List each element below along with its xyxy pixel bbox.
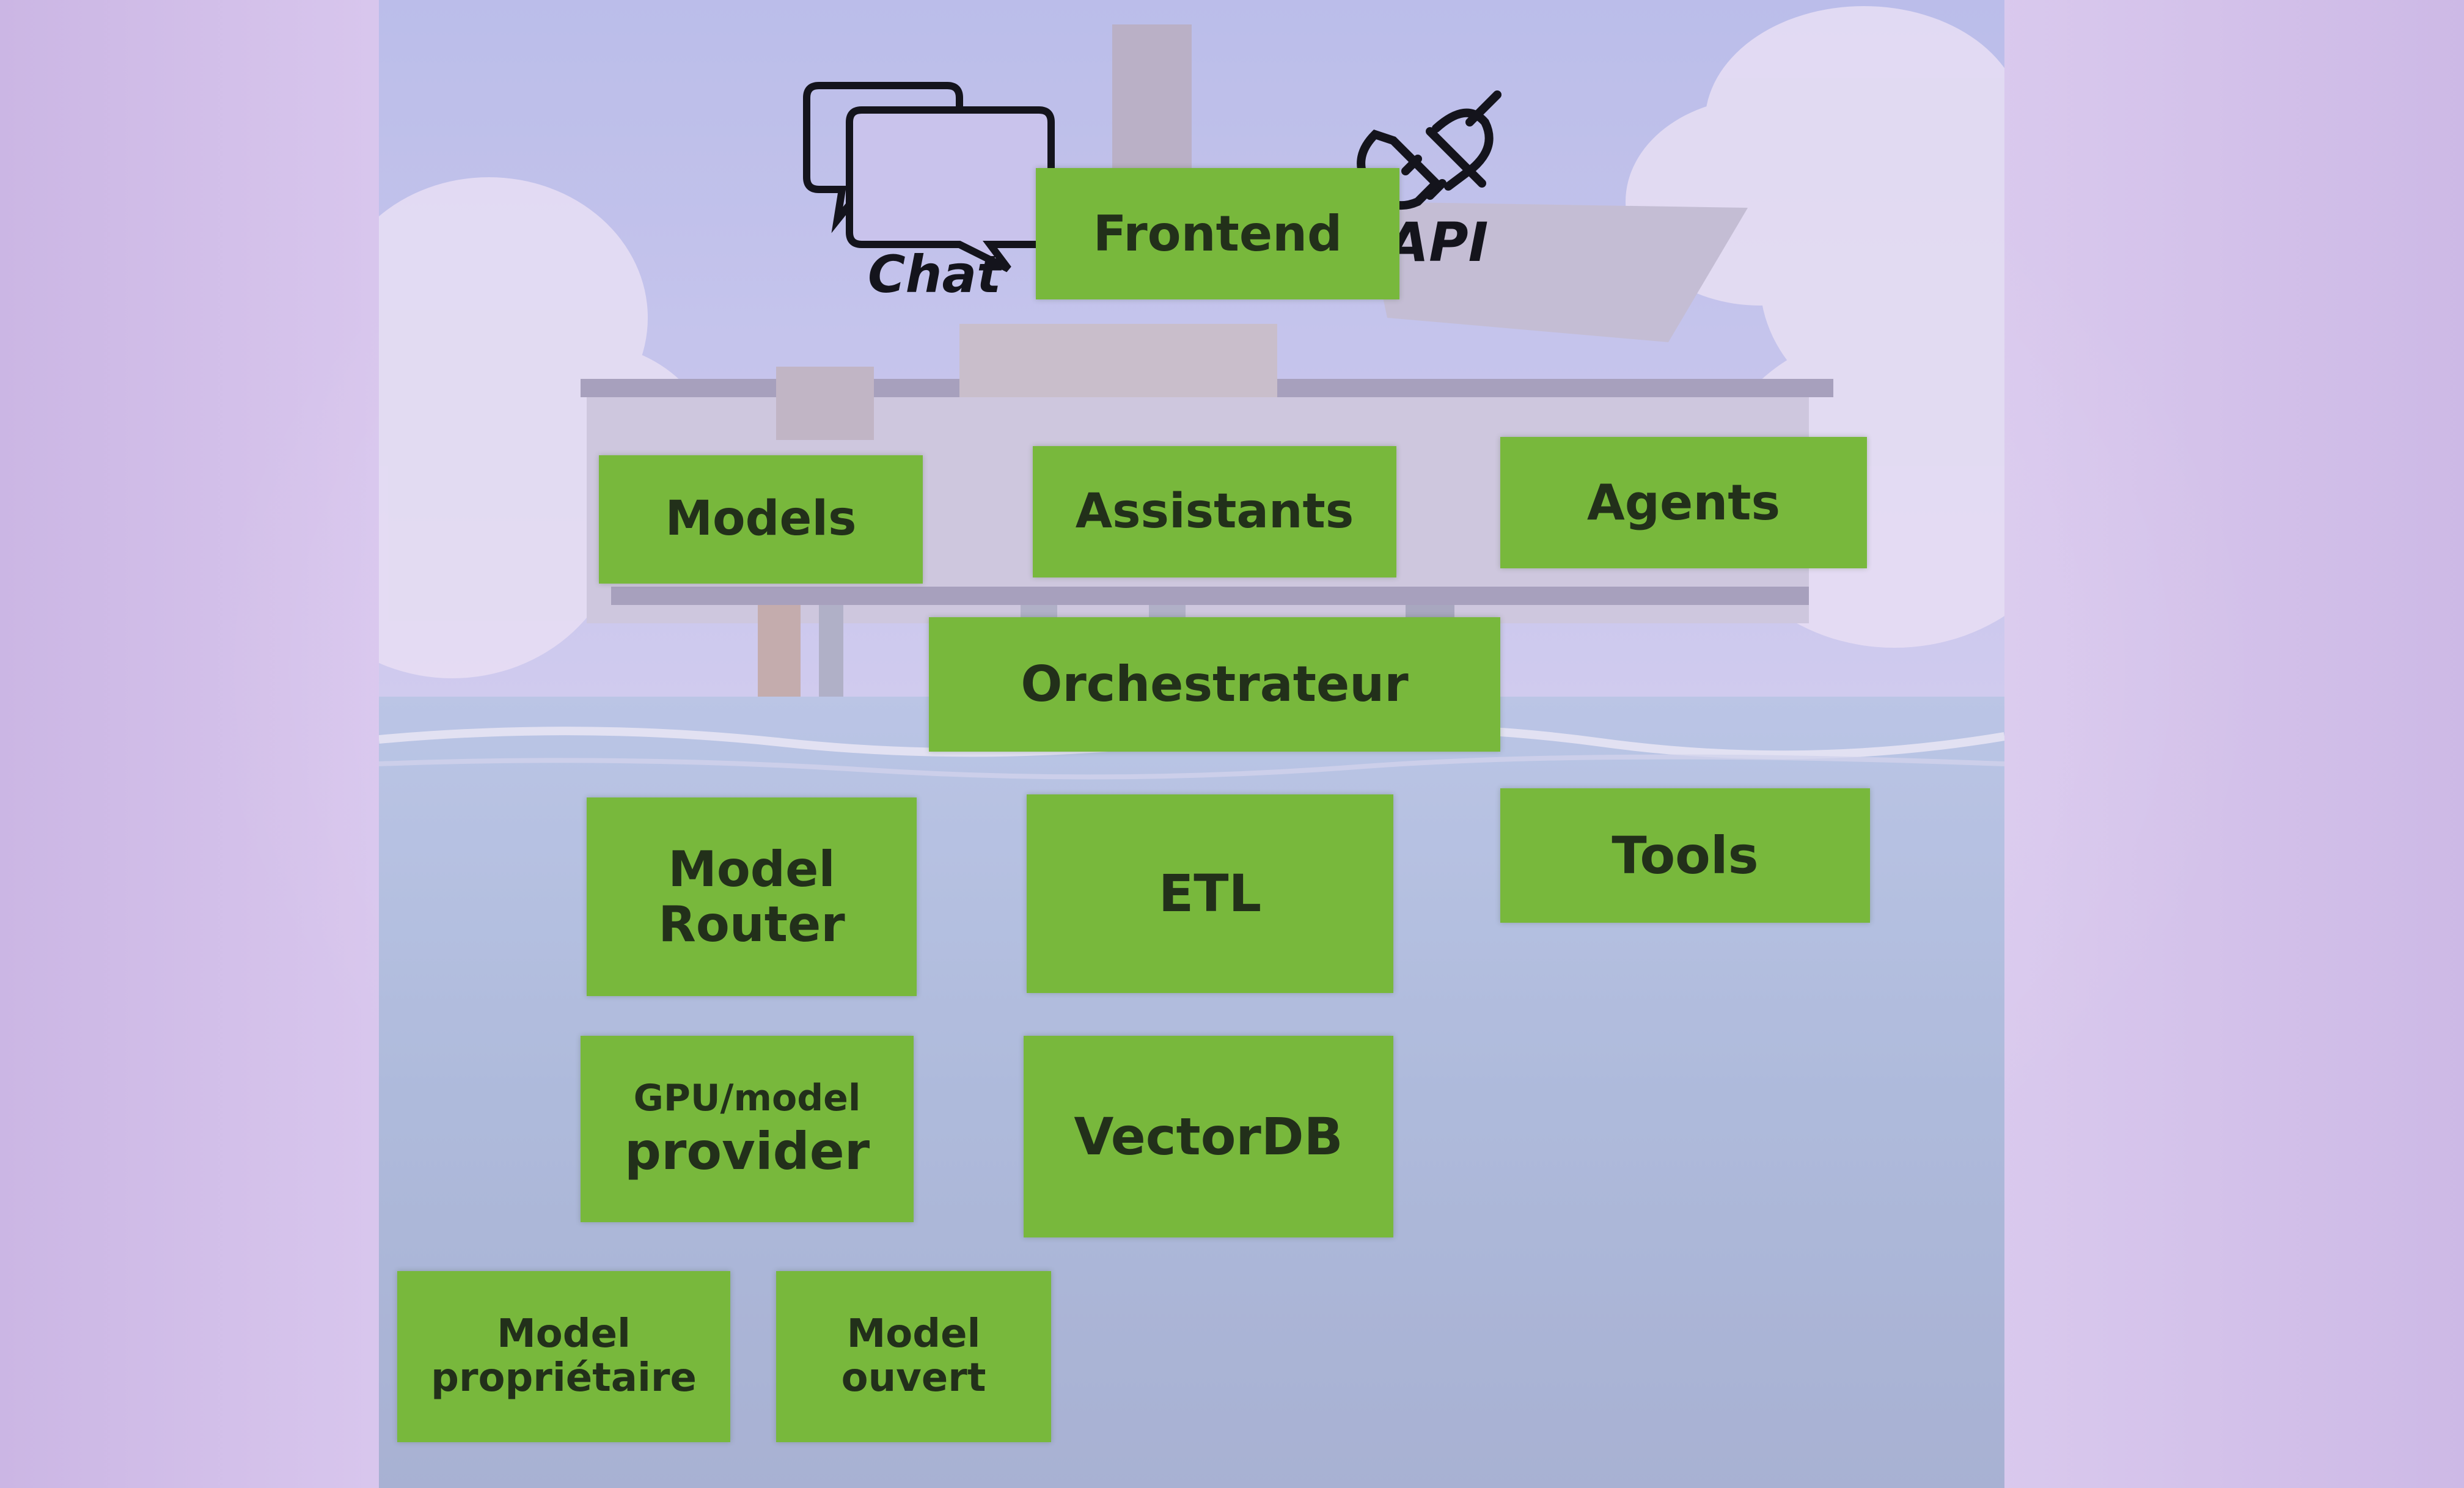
models-box: Models	[599, 455, 923, 584]
tools-label: Tools	[1612, 825, 1759, 885]
slide: Chat API Frontend Models Assistants Agen…	[379, 0, 2004, 1488]
etl-label: ETL	[1158, 863, 1262, 924]
orchestrateur-box: Orchestrateur	[929, 617, 1500, 752]
agents-box: Agents	[1500, 437, 1867, 568]
agents-label: Agents	[1586, 474, 1781, 531]
gpu-provider-box: GPU/model provider	[581, 1036, 914, 1222]
assistants-box: Assistants	[1033, 446, 1396, 577]
frontend-box: Frontend	[1036, 168, 1399, 299]
orchestrateur-label: Orchestrateur	[1021, 656, 1409, 713]
model-ouvert-box: Model ouvert	[776, 1271, 1051, 1442]
model-router-box: Model Router	[587, 797, 917, 996]
chat-label: Chat	[868, 244, 1002, 304]
frontend-label: Frontend	[1093, 205, 1343, 262]
vectordb-label: VectorDB	[1074, 1106, 1343, 1167]
api-label: API	[1387, 211, 1489, 274]
tools-box: Tools	[1500, 788, 1870, 923]
vectordb-box: VectorDB	[1024, 1036, 1393, 1237]
gpu-provider-label-line1: GPU/model	[633, 1076, 861, 1120]
model-proprietaire-label: Model propriétaire	[431, 1311, 697, 1401]
model-ouvert-label: Model ouvert	[841, 1311, 986, 1401]
gpu-provider-label-line2: provider	[624, 1121, 870, 1182]
assistants-label: Assistants	[1075, 483, 1354, 539]
chat-icon	[801, 67, 1063, 275]
model-proprietaire-box: Model propriétaire	[397, 1271, 730, 1442]
model-router-label: Model Router	[658, 840, 845, 953]
etl-box: ETL	[1027, 794, 1393, 993]
models-label: Models	[665, 491, 857, 547]
plug-icon	[1357, 86, 1516, 226]
